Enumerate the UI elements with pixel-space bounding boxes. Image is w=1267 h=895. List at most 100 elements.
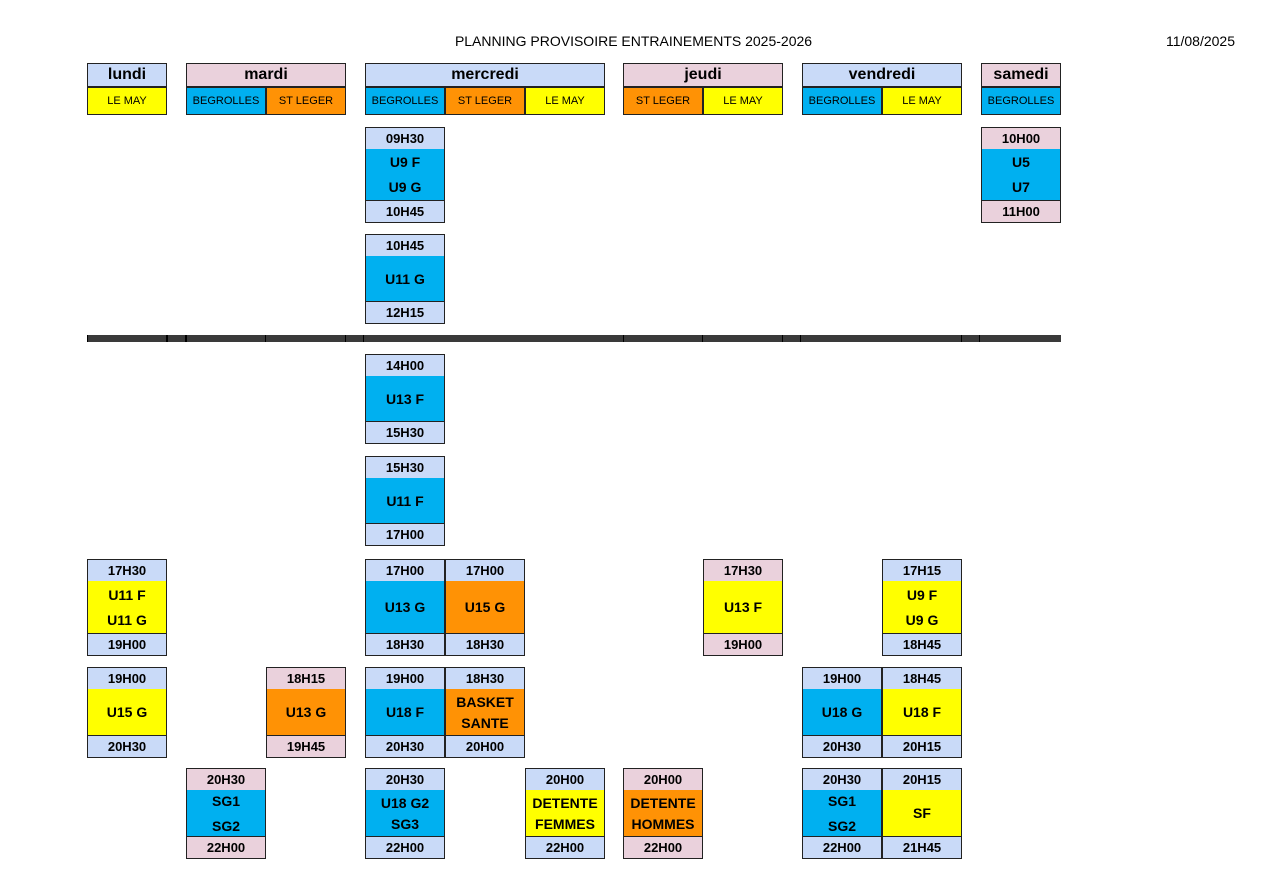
team-label: SG2 xyxy=(211,817,240,834)
session-start-time: 20H00 xyxy=(623,768,703,791)
session-end-time: 21H45 xyxy=(882,836,962,859)
team-label: U9 F xyxy=(906,586,938,603)
team-label: U13 G xyxy=(384,599,426,615)
session-start-time: 17H30 xyxy=(87,559,167,582)
session-end-time: 15H30 xyxy=(365,421,445,444)
session-start-time: 20H30 xyxy=(365,768,445,791)
team-label: DETENTE xyxy=(532,794,598,811)
session-teams: U18 G2 SG3 xyxy=(365,790,445,837)
session-start-time: 17H30 xyxy=(703,559,783,582)
team-label: SG3 xyxy=(390,815,419,832)
location-mercredi-le-may: LE MAY xyxy=(525,87,605,115)
session-end-time: 22H00 xyxy=(525,836,605,859)
team-label: SF xyxy=(913,805,931,821)
team-label: U13 F xyxy=(723,599,763,615)
session-end-time: 22H00 xyxy=(365,836,445,859)
team-label: U9 F xyxy=(389,154,421,170)
session-end-time: 12H15 xyxy=(365,301,445,324)
session-start-time: 15H30 xyxy=(365,456,445,479)
team-label: U18 G2 xyxy=(380,794,430,811)
team-label: U18 F xyxy=(902,704,942,720)
session-teams: SF xyxy=(882,790,962,837)
location-vendredi-begrolles: BEGROLLES xyxy=(802,87,882,115)
team-label: U18 G xyxy=(821,704,863,720)
session-start-time: 10H45 xyxy=(365,234,445,257)
session-teams: U18 F xyxy=(365,689,445,736)
team-label: FEMMES xyxy=(535,815,595,832)
team-label: DETENTE xyxy=(630,794,696,811)
day-header-jeudi: jeudi xyxy=(623,63,783,87)
session-start-time: 17H00 xyxy=(445,559,525,582)
session-teams: U11 F xyxy=(365,478,445,524)
team-label: U5 xyxy=(1012,154,1030,170)
session-end-time: 18H30 xyxy=(445,633,525,656)
session-start-time: 20H15 xyxy=(882,768,962,791)
day-header-lundi: lundi xyxy=(87,63,167,87)
location-jeudi-le-may: LE MAY xyxy=(703,87,783,115)
team-label: U13 G xyxy=(285,704,327,720)
session-end-time: 19H00 xyxy=(703,633,783,656)
session-end-time: 20H30 xyxy=(802,735,882,758)
session-start-time: 18H45 xyxy=(882,667,962,690)
team-label: HOMMES xyxy=(631,815,695,832)
session-teams: U13 F xyxy=(703,581,783,634)
team-label: BASKET xyxy=(456,693,514,710)
team-label: U9 G xyxy=(388,179,422,195)
date-label: 11/08/2025 xyxy=(1165,33,1235,49)
location-jeudi-st-leger: ST LEGER xyxy=(623,87,703,115)
location-vendredi-le-may: LE MAY xyxy=(882,87,962,115)
session-end-time: 20H00 xyxy=(445,735,525,758)
session-teams: U13 F xyxy=(365,376,445,422)
team-label: U11 G xyxy=(107,611,147,628)
session-teams: U15 G xyxy=(445,581,525,634)
team-label: U7 xyxy=(1012,179,1030,195)
session-teams: BASKET SANTE xyxy=(445,689,525,736)
session-teams: U9 F U9 G xyxy=(365,149,445,201)
team-label: SANTE xyxy=(461,714,509,731)
session-start-time: 20H30 xyxy=(802,768,882,791)
session-start-time: 17H15 xyxy=(882,559,962,582)
session-end-time: 22H00 xyxy=(623,836,703,859)
day-header-mardi: mardi xyxy=(186,63,346,87)
session-end-time: 18H30 xyxy=(365,633,445,656)
page-title: PLANNING PROVISOIRE ENTRAINEMENTS 2025-2… xyxy=(454,33,813,49)
session-end-time: 10H45 xyxy=(365,200,445,223)
session-end-time: 20H15 xyxy=(882,735,962,758)
session-end-time: 17H00 xyxy=(365,523,445,546)
session-start-time: 10H00 xyxy=(981,127,1061,150)
session-end-time: 18H45 xyxy=(882,633,962,656)
team-label: U18 F xyxy=(385,704,425,720)
location-samedi-begrolles: BEGROLLES xyxy=(981,87,1061,115)
location-mercredi-begrolles: BEGROLLES xyxy=(365,87,445,115)
session-teams: U18 G xyxy=(802,689,882,736)
session-start-time: 20H00 xyxy=(525,768,605,791)
midday-divider xyxy=(87,335,1061,342)
team-label: SG1 xyxy=(827,792,856,809)
team-label: U15 G xyxy=(106,704,148,720)
session-teams: U18 F xyxy=(882,689,962,736)
session-end-time: 19H00 xyxy=(87,633,167,656)
team-label: SG2 xyxy=(827,817,856,834)
session-start-time: 19H00 xyxy=(365,667,445,690)
session-teams: U13 G xyxy=(365,581,445,634)
session-teams: DETENTE FEMMES xyxy=(525,790,605,837)
